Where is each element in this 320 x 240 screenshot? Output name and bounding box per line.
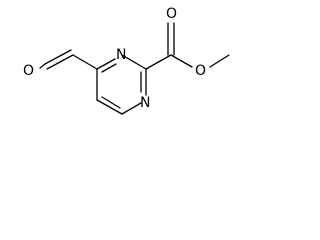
chemical-structure: O N N O O: [23, 6, 230, 115]
bond-n1-c2: [121, 54, 147, 70]
bond-carboxyl-ester-oxygen: [170, 54, 193, 68]
bond-cho-oxygen-cap: [39, 63, 46, 69]
methyl-ester-group: [145, 22, 230, 70]
bond-c6-n1: [96, 58, 116, 70]
bond-c6-n1-inner: [101, 63, 117, 73]
pyrimidine-ring: [96, 54, 147, 115]
bond-c4-c5: [96, 99, 123, 115]
bond-n3-c4: [121, 102, 142, 115]
ring-nitrogen-top-label: N: [116, 47, 126, 63]
bond-cho-oxygen-double: [44, 49, 72, 65]
ester-oxygen-label: O: [195, 63, 206, 79]
ring-nitrogen-bottom-label: N: [140, 95, 150, 111]
bond-c4-c5-inner: [101, 96, 121, 109]
aldehyde-oxygen-label: O: [23, 63, 34, 79]
bond-cho-oxygen: [46, 54, 74, 70]
bond-ester-oxygen-methyl: [209, 54, 230, 68]
bond-ring-carboxyl: [145, 54, 172, 70]
carbonyl-oxygen-label: O: [166, 6, 177, 22]
bond-ring-cho: [72, 54, 98, 70]
formyl-group: [39, 49, 98, 70]
